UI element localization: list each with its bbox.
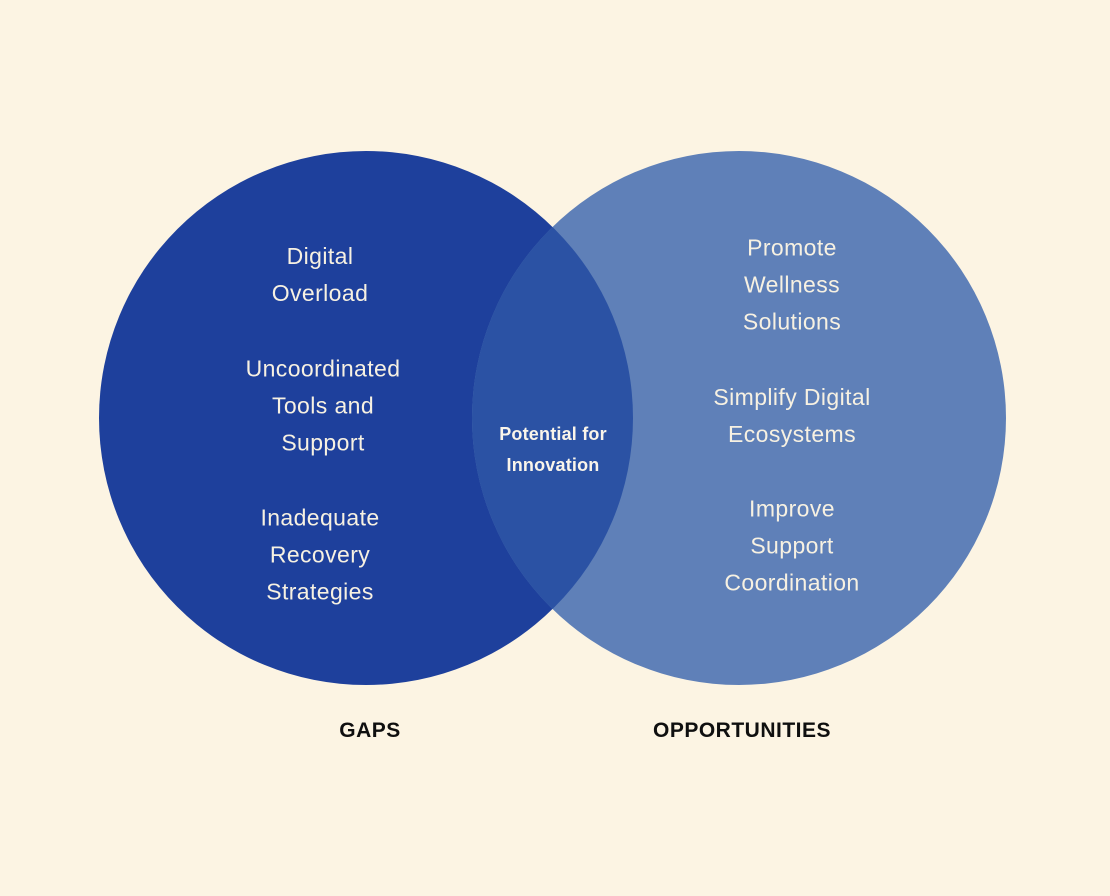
intersection-text: Potential for Innovation	[499, 424, 607, 475]
gaps-item-inadequate-recovery: Inadequate Recovery Strategies	[260, 504, 380, 605]
gaps-item-uncoordinated-tools: Uncoordinated Tools and Support	[245, 355, 401, 456]
opportunities-item-improve-support: Improve Support Coordination	[724, 495, 860, 596]
opportunities-circle-shape	[472, 151, 1006, 685]
gaps-item-digital-overload: Digital Overload	[271, 243, 369, 306]
gaps-circle-shape	[99, 151, 633, 685]
opportunities-label: OPPORTUNITIES	[652, 719, 832, 742]
gaps-label: GAPS	[339, 719, 401, 742]
opportunities-item-promote-wellness: Promote Wellness Solutions	[742, 234, 842, 335]
opportunities-item-simplify-digital: Simplify Digital Ecosystems	[713, 384, 871, 447]
